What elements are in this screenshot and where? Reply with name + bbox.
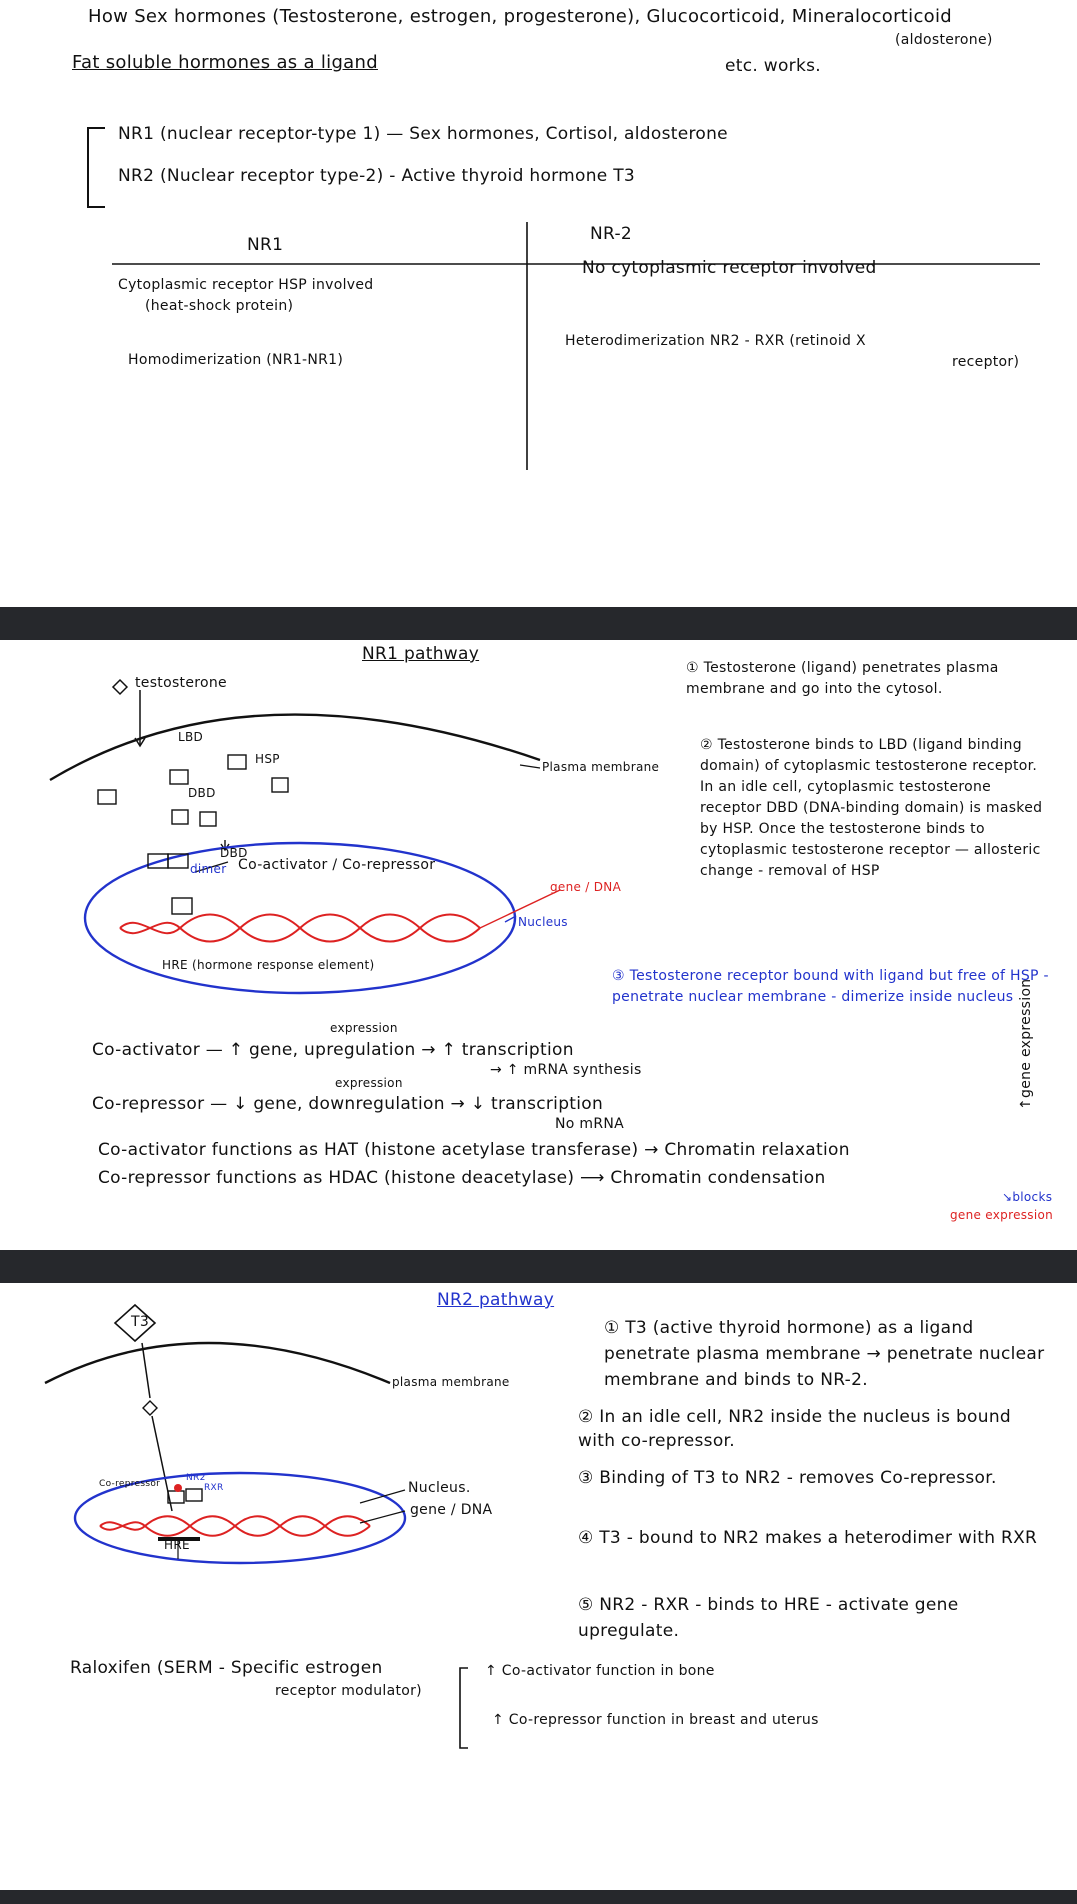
label-hre: HRE (hormone response element) — [162, 958, 375, 972]
nr2-row1: No cytoplasmic receptor involved — [582, 258, 877, 278]
label-hre-nr2: HRE — [164, 1538, 190, 1552]
nr1-step-3: ③ Testosterone receptor bound with ligan… — [612, 968, 1049, 1005]
label-plasma-membrane: Plasma membrane — [542, 760, 660, 774]
nr1-row1-a: Cytoplasmic receptor HSP involved — [118, 277, 374, 293]
label-t3: T3 — [131, 1314, 150, 1330]
nr2-pathway-title: NR2 pathway — [437, 1290, 555, 1310]
label-lbd: LBD — [178, 730, 204, 744]
intro-lines — [87, 127, 1040, 470]
raloxifen-effect-1: ↑ Co-activator function in bone — [485, 1663, 715, 1679]
nr2-step-5: ⑤ NR2 - RXR - binds to HRE - activate ge… — [578, 1595, 959, 1641]
label-plasma-membrane-nr2: plasma membrane — [392, 1375, 510, 1389]
intro-line-2: Fat soluble hormones as a ligand — [72, 52, 378, 73]
nr2-step-4: ④ T3 - bound to NR2 makes a heterodimer … — [578, 1528, 1038, 1548]
label-nr2: NR2 — [186, 1473, 206, 1483]
intro-line-1: How Sex hormones (Testosterone, estrogen… — [88, 6, 952, 27]
raloxifen-bracket — [459, 1667, 468, 1749]
label-dimer: dimer — [190, 862, 227, 876]
intro-works: etc. works. — [725, 56, 821, 76]
note-no-mrna: No mRNA — [555, 1116, 625, 1132]
label-rxr: RXR — [204, 1483, 224, 1493]
nr2-step-3: ③ Binding of T3 to NR2 - removes Co-repr… — [578, 1468, 997, 1488]
nr1-pathway-title: NR1 pathway — [362, 644, 480, 664]
raloxifen-effect-2: ↑ Co-repressor function in breast and ut… — [492, 1712, 819, 1728]
note-expression-1: expression — [330, 1021, 398, 1035]
nr1-definition: NR1 (nuclear receptor-type 1) — Sex horm… — [118, 124, 728, 144]
nr2-definition: NR2 (Nuclear receptor type-2) - Active t… — [118, 166, 636, 186]
note-corepressor: Co-repressor — ↓ gene, downregulation → … — [92, 1094, 604, 1114]
label-gene-dna-nr2: gene / DNA — [410, 1502, 493, 1518]
label-gene-dna: gene / DNA — [550, 880, 622, 894]
label-coactivator: Co-activator / Co-repressor — [238, 857, 436, 873]
note-hdac: Co-repressor functions as HDAC (histone … — [98, 1168, 826, 1188]
nr1-row2: Homodimerization (NR1-NR1) — [128, 352, 344, 368]
note-blocks: ↘blocks — [1002, 1190, 1053, 1204]
label-dbd-2: DBD — [220, 846, 248, 860]
divider-band-1 — [0, 607, 1077, 640]
nr2-row2-a: Heterodimerization NR2 - RXR (retinoid X — [565, 333, 866, 349]
label-hsp: HSP — [255, 752, 280, 766]
table-header-nr2: NR-2 — [590, 224, 632, 244]
nr2-row2-b: receptor) — [952, 354, 1020, 370]
raloxifen-name-2: receptor modulator) — [275, 1683, 422, 1699]
note-mrna: → ↑ mRNA synthesis — [490, 1062, 642, 1078]
nr1-diagram — [49, 678, 561, 995]
table-header-nr1: NR1 — [247, 235, 284, 255]
note-gene-expression: gene expression — [950, 1208, 1054, 1222]
label-nucleus-nr2: Nucleus. — [408, 1480, 471, 1496]
note-gene-expression-vertical: ↑gene expression — [1018, 978, 1034, 1110]
nr1-step-1: ① Testosterone (ligand) penetrates plasm… — [686, 660, 999, 697]
label-dbd: DBD — [188, 786, 216, 800]
nr2-step-1: ① T3 (active thyroid hormone) as a ligan… — [604, 1318, 1045, 1390]
note-coactivator: Co-activator — ↑ gene, upregulation → ↑ … — [92, 1040, 574, 1060]
nr1-step-2: ② Testosterone binds to LBD (ligand bind… — [700, 737, 1043, 879]
intro-paren: (aldosterone) — [895, 32, 993, 48]
note-hat: Co-activator functions as HAT (histone a… — [98, 1140, 850, 1160]
nr2-diagram — [44, 1303, 407, 1565]
raloxifen-name: Raloxifen (SERM - Specific estrogen — [70, 1658, 383, 1678]
nr2-step-2: ② In an idle cell, NR2 inside the nucleu… — [578, 1407, 1012, 1451]
nr1-row1-b: (heat-shock protein) — [145, 298, 294, 314]
label-nucleus: Nucleus — [518, 915, 568, 929]
divider-band-3 — [0, 1890, 1077, 1904]
note-expression-2: expression — [335, 1076, 403, 1090]
divider-band-2 — [0, 1250, 1077, 1283]
label-corepressor: Co-repressor — [99, 1479, 161, 1489]
label-testosterone: testosterone — [135, 675, 227, 691]
